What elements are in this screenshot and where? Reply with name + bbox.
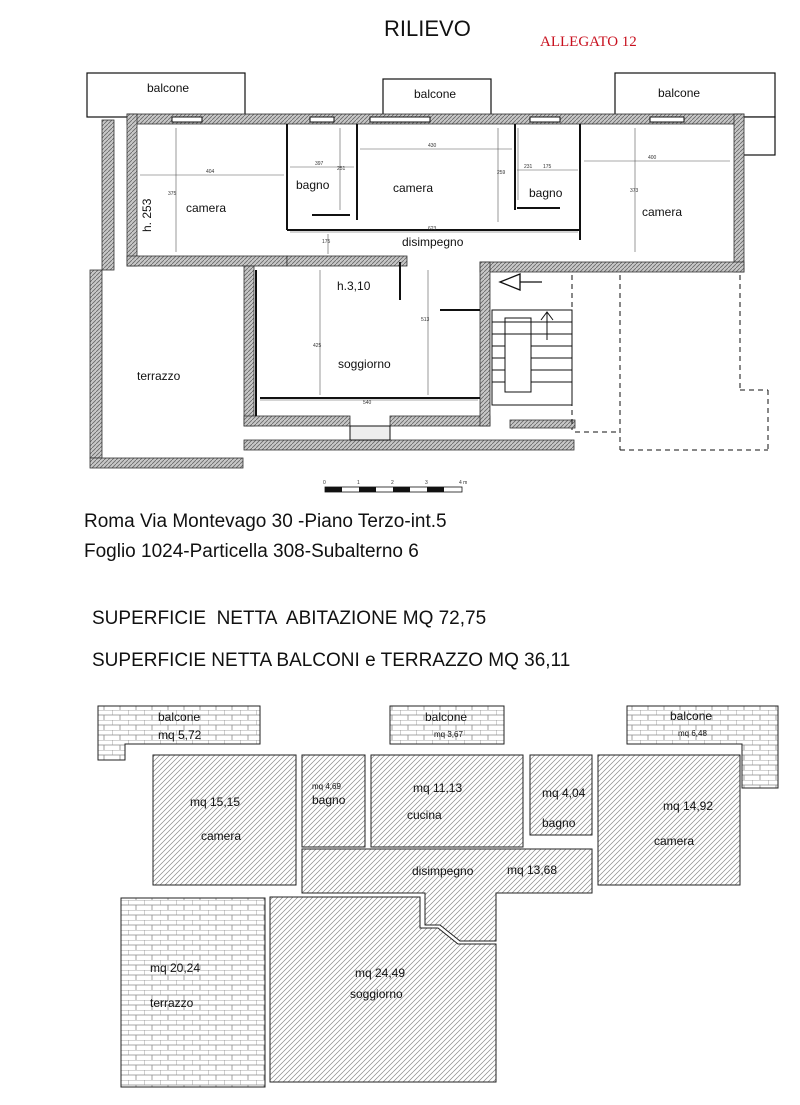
dashed-outline bbox=[571, 275, 769, 451]
area-bagno-right bbox=[529, 754, 593, 836]
area-label-soggiorno-area: mq 24,49 bbox=[355, 966, 405, 980]
scale-tick-3: 3 bbox=[425, 480, 428, 486]
area-soggiorno bbox=[269, 896, 497, 1083]
bedroom-height: h. 253 bbox=[140, 198, 154, 232]
dim-425: 425 bbox=[313, 343, 322, 349]
dim-513: 513 bbox=[421, 317, 430, 323]
balcony-left-shape bbox=[86, 72, 246, 118]
dim-259: 259 bbox=[497, 170, 506, 176]
living-height: h.3,10 bbox=[337, 279, 371, 293]
area-label-cucina-area: mq 11,13 bbox=[413, 781, 462, 795]
surface-balconi-terrazzo: SUPERFICIE NETTA BALCONI e TERRAZZO MQ 3… bbox=[92, 650, 571, 671]
dim-430: 430 bbox=[428, 143, 437, 149]
area-label-bagno-right-area: mq 4,04 bbox=[542, 786, 586, 800]
scale-tick-2: 2 bbox=[391, 480, 394, 486]
area-label-camera-right-area: mq 14,92 bbox=[663, 799, 713, 813]
room-label-bagno-right: bagno bbox=[529, 186, 563, 200]
area-label-cucina-name: cucina bbox=[407, 808, 442, 822]
area-label-bagno-left-name: bagno bbox=[312, 793, 346, 807]
area-balcone-left bbox=[97, 705, 261, 761]
area-balcone-right bbox=[626, 705, 779, 789]
area-label-camera-left-area: mq 15,15 bbox=[190, 795, 240, 809]
area-cucina bbox=[370, 754, 524, 848]
area-camera-right bbox=[597, 754, 741, 886]
balcony-label-center: balcone bbox=[414, 87, 456, 101]
dim-251: 251 bbox=[337, 166, 346, 172]
area-label-balcone-left-area: mq 5,72 bbox=[158, 728, 202, 742]
room-label-terrazzo: terrazzo bbox=[137, 369, 181, 383]
area-label-terrazzo-name: terrazzo bbox=[150, 996, 194, 1010]
room-label-soggiorno: soggiorno bbox=[338, 357, 391, 371]
room-label-bagno-left: bagno bbox=[296, 178, 330, 192]
dim-175-hall: 175 bbox=[322, 239, 331, 245]
room-label-camera-left: camera bbox=[186, 201, 226, 215]
scale-tick-1: 1 bbox=[357, 480, 360, 486]
survey-plan bbox=[86, 72, 776, 493]
area-label-camera-right-name: camera bbox=[654, 834, 694, 848]
dim-375: 375 bbox=[168, 191, 177, 197]
room-label-camera-center: camera bbox=[393, 181, 433, 195]
area-camera-left bbox=[152, 754, 297, 886]
balcony-center-shape bbox=[382, 78, 492, 117]
windows bbox=[171, 116, 685, 441]
area-balcone-center bbox=[389, 705, 505, 745]
address-line-2: Foglio 1024-Particella 308-Subalterno 6 bbox=[84, 541, 419, 562]
area-label-balcone-right-name: balcone bbox=[670, 709, 712, 723]
area-label-terrazzo-area: mq 20,24 bbox=[150, 961, 200, 975]
area-label-soggiorno-name: soggiorno bbox=[350, 987, 403, 1001]
area-bagno-left bbox=[301, 754, 366, 848]
exterior-walls bbox=[89, 113, 745, 469]
entrance-arrow bbox=[498, 273, 542, 291]
interior-walls bbox=[255, 124, 581, 416]
surface-abitazione: SUPERFICIE NETTA ABITAZIONE MQ 72,75 bbox=[92, 608, 487, 629]
scale-bar bbox=[324, 486, 463, 493]
area-label-balcone-left-name: balcone bbox=[158, 710, 200, 724]
area-label-bagno-right-name: bagno bbox=[542, 816, 576, 830]
dim-623: 623 bbox=[428, 226, 437, 232]
area-label-bagno-left-area: mq 4,69 bbox=[312, 782, 341, 791]
area-label-camera-left-name: camera bbox=[201, 829, 241, 843]
dimension-lines bbox=[140, 128, 730, 401]
area-label-balcone-right-area: mq 6,48 bbox=[678, 729, 707, 738]
attachment-label: ALLEGATO 12 bbox=[540, 34, 637, 50]
area-label-balcone-center-name: balcone bbox=[425, 710, 467, 724]
room-label-camera-right: camera bbox=[642, 205, 682, 219]
dim-404: 404 bbox=[206, 169, 215, 175]
area-label-balcone-center-area: mq 3,67 bbox=[434, 730, 463, 739]
area-label-disimpegno-name: disimpegno bbox=[412, 864, 474, 878]
balcony-label-right: balcone bbox=[658, 86, 700, 100]
dim-397: 397 bbox=[315, 161, 324, 167]
area-label-disimpegno-area: mq 13,68 bbox=[507, 863, 557, 877]
dim-175-bath: 175 bbox=[543, 164, 552, 170]
area-disimpegno bbox=[301, 848, 593, 942]
dim-400: 400 bbox=[648, 155, 657, 161]
drawing-title: RILIEVO bbox=[384, 16, 471, 41]
dim-540: 540 bbox=[363, 400, 372, 406]
area-plan bbox=[97, 705, 779, 1088]
area-terrazzo bbox=[120, 897, 266, 1088]
scale-tick-4: 4 m bbox=[459, 480, 467, 486]
balcony-label-left: balcone bbox=[147, 81, 189, 95]
room-label-disimpegno: disimpegno bbox=[402, 235, 464, 249]
dim-231: 231 bbox=[524, 164, 533, 170]
balcony-right-rail bbox=[741, 116, 776, 156]
dim-373: 373 bbox=[630, 188, 639, 194]
balcony-right-shape bbox=[614, 72, 776, 118]
scale-tick-0: 0 bbox=[323, 480, 326, 486]
staircase bbox=[491, 309, 573, 406]
address-line-1: Roma Via Montevago 30 -Piano Terzo-int.5 bbox=[84, 511, 447, 532]
